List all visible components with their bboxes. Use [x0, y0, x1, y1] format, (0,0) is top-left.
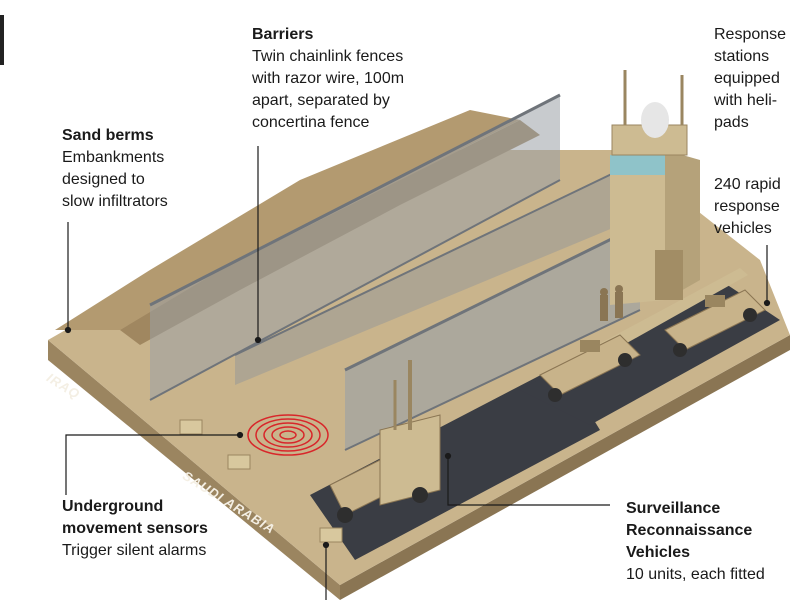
leader-lines [64, 146, 771, 600]
sensor-rings [247, 414, 329, 456]
response-stations-label: Response stations equipped with heli- pa… [714, 24, 786, 134]
sand-berms-body: Embankments designed to slow infiltrator… [62, 149, 168, 210]
humvee-right [664, 289, 766, 357]
response-stations-body: Response stations equipped with heli- pa… [714, 26, 787, 131]
soldiers [600, 285, 623, 321]
surveillance-vehicles-heading: Surveillance Reconnaissance Vehicles [626, 500, 753, 561]
base-left-face [48, 340, 340, 600]
underground-sensors-body: Trigger silent alarms [62, 542, 207, 559]
barriers-body: Twin chainlink fences with razor wire, 1… [252, 48, 405, 131]
surveillance-truck [329, 360, 441, 523]
rapid-response-body: 240 rapid response vehicles [714, 176, 781, 237]
barriers-label: Barriers Twin chainlink fences with razo… [252, 24, 404, 134]
underground-sensors-heading: Underground movement sensors [62, 498, 208, 537]
left-edge-mark [0, 15, 4, 65]
sand-berms-heading: Sand berms [62, 127, 154, 144]
underground-sensors-label: Underground movement sensors Trigger sil… [62, 496, 208, 562]
road-patrol-lower [310, 365, 600, 560]
sand-berm [55, 110, 520, 330]
humvee-left [539, 334, 641, 402]
fence-back [149, 93, 561, 401]
concertina-fence [234, 169, 621, 385]
base-front-face [340, 335, 790, 600]
response-tower [610, 70, 700, 305]
barriers-heading: Barriers [252, 26, 314, 43]
rapid-response-label: 240 rapid response vehicles [714, 174, 781, 240]
sensor-boxes [179, 419, 343, 543]
surveillance-vehicles-body: 10 units, each fitted [626, 566, 765, 583]
sand-berms-label: Sand berms Embankments designed to slow … [62, 125, 168, 213]
surveillance-vehicles-label: Surveillance Reconnaissance Vehicles 10 … [626, 498, 765, 586]
